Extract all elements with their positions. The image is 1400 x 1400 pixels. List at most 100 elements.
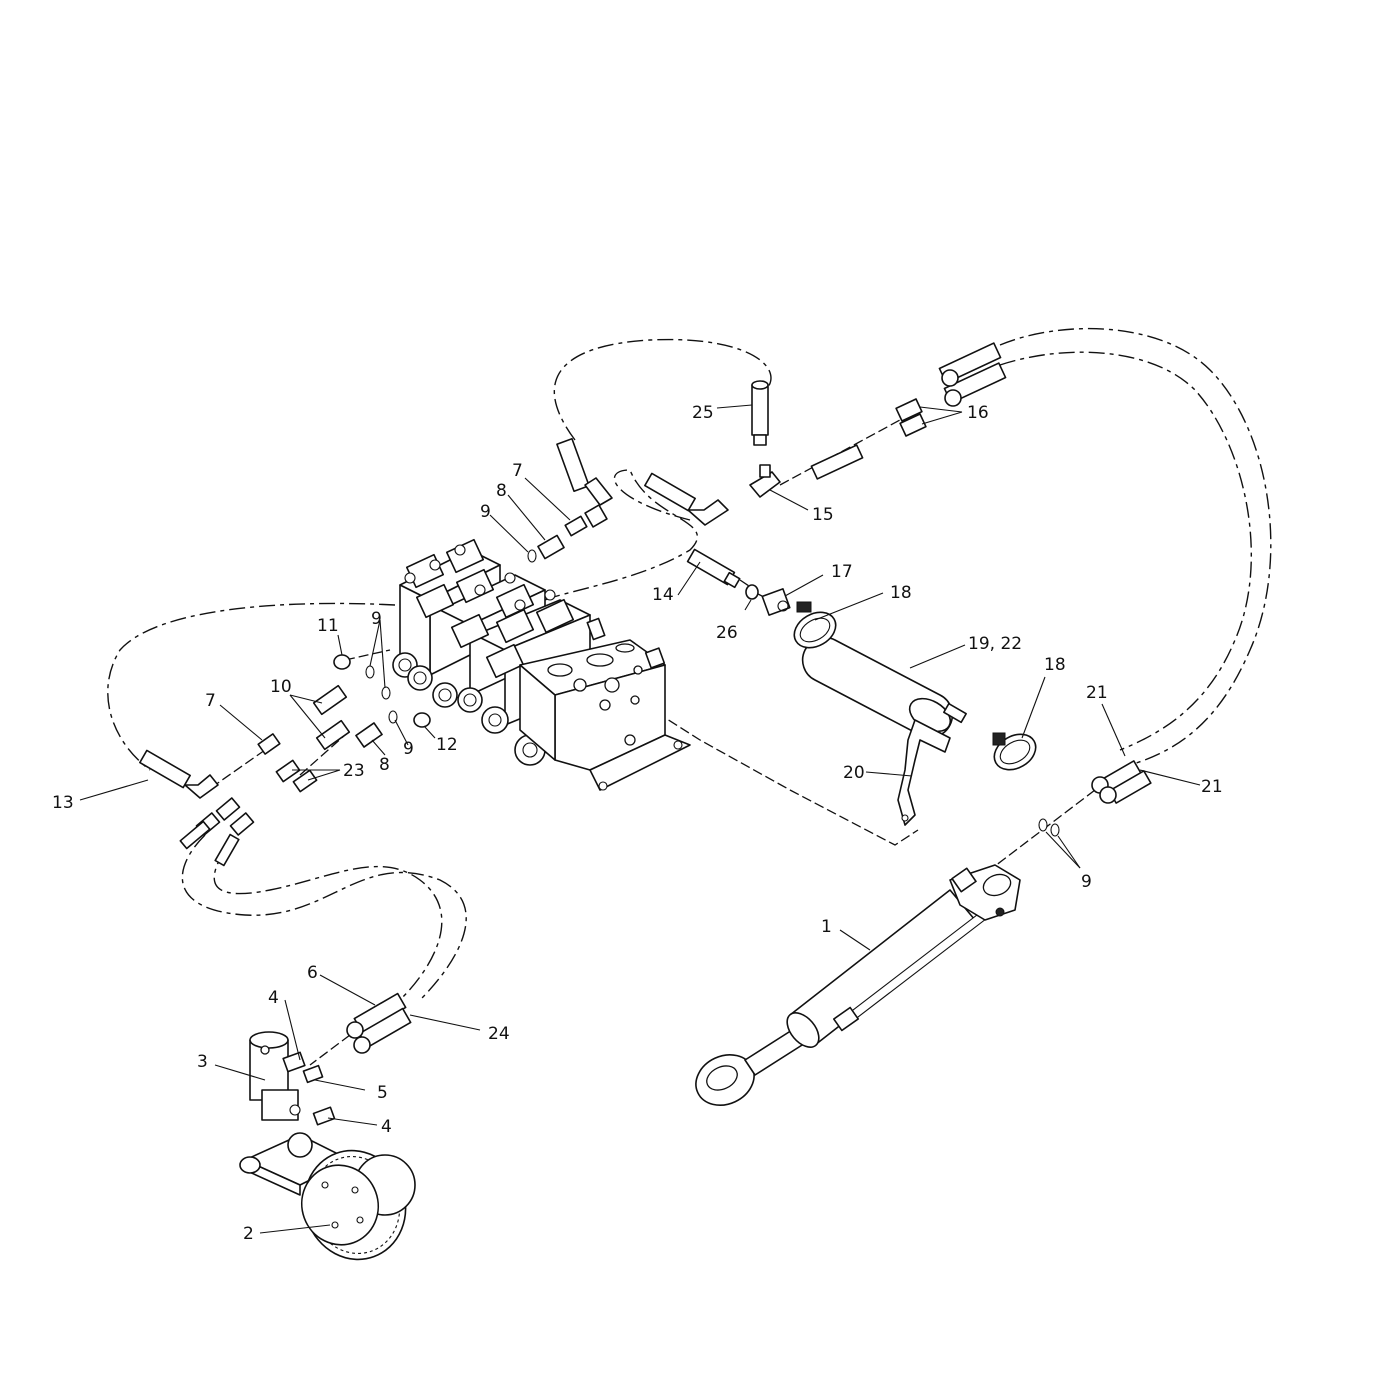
line-15-16: [779, 419, 901, 486]
fitting-23b: [292, 769, 318, 793]
hose-lower-inner: [213, 849, 443, 1001]
callout-4-upper: 4: [268, 988, 279, 1008]
hose-end-top: [556, 437, 590, 493]
callout-18-lower: 18: [1044, 655, 1066, 675]
callout-16: 16: [967, 403, 989, 423]
callout-7-top: 7: [512, 461, 523, 481]
leader-lines: [79, 404, 1201, 1234]
fitting-25: [751, 384, 769, 436]
nut-7-top: [584, 504, 608, 528]
callout-9-right: 9: [1081, 872, 1092, 892]
callout-11: 11: [317, 616, 339, 636]
clamp-18-lower-bolt: [992, 732, 1006, 746]
callout-8-left: 8: [379, 755, 390, 775]
line-6-4: [309, 1034, 351, 1066]
hose-top-loop: [553, 338, 772, 441]
hose-right-outer: [999, 327, 1272, 766]
fitting-25-nut: [753, 434, 767, 446]
plug-12: [413, 712, 431, 728]
bracket-20: [897, 719, 951, 826]
sleeve-lower-a: [179, 820, 211, 850]
control-valve-block: [392, 538, 691, 791]
fitting-hose-lower-c: [229, 812, 255, 836]
fitting-16b: [899, 413, 927, 437]
washer-26: [745, 584, 759, 600]
hose-right-inner: [999, 351, 1252, 751]
tee-15-top: [759, 464, 771, 478]
adapter-8-top: [537, 534, 565, 560]
hose-valve-to-elbow: [544, 469, 698, 601]
fitting-7-left: [257, 733, 281, 755]
callout-19-22: 19, 22: [968, 634, 1022, 654]
cylinder-port-lower: [832, 1006, 860, 1032]
callout-5: 5: [377, 1083, 388, 1103]
callout-8-top: 8: [496, 481, 507, 501]
fitting-23a: [275, 759, 301, 783]
callout-17: 17: [831, 562, 853, 582]
hose-end-13: [139, 749, 191, 789]
fitting-7-top: [564, 515, 588, 537]
callout-2: 2: [243, 1224, 254, 1244]
hoses: [107, 327, 1272, 1066]
accumulator-port: [943, 702, 967, 724]
callout-9-lower-left: 9: [403, 739, 414, 759]
washer-9a: [365, 665, 375, 679]
washer-9b: [381, 686, 391, 700]
fitting-17: [761, 588, 791, 616]
cartridge-body: [261, 1089, 299, 1121]
line-left-valve: [344, 649, 391, 661]
cylinder-port-upper: [951, 867, 977, 893]
callout-21-right: 21: [1201, 777, 1223, 797]
washer-9-right-b: [1050, 823, 1060, 837]
sleeve-lower-b: [214, 833, 240, 867]
callout-13: 13: [52, 793, 74, 813]
sleeve-15-16: [810, 444, 864, 480]
fitting-14-nut: [723, 571, 741, 589]
top-fittings: [527, 342, 1007, 616]
callout-15: 15: [812, 505, 834, 525]
callout-20: 20: [843, 763, 865, 783]
callout-7-left: 7: [205, 691, 216, 711]
washer-9-right-a: [1038, 818, 1048, 832]
left-fittings: [139, 654, 431, 867]
elbow-15: [687, 499, 729, 526]
adapter-8-left: [355, 722, 383, 748]
callout-9-top: 9: [480, 502, 491, 522]
hose-lower-outer: [181, 834, 467, 1001]
callout-3: 3: [197, 1052, 208, 1072]
callout-24: 24: [488, 1024, 510, 1044]
fitting-16a: [895, 398, 923, 422]
callout-6: 6: [307, 963, 318, 983]
clamp-18-upper-bolt: [796, 601, 812, 613]
adapter-10a: [312, 684, 348, 716]
elbow-13: [184, 774, 219, 799]
callout-4-lower: 4: [381, 1117, 392, 1137]
callout-12: 12: [436, 735, 458, 755]
hose-end-15: [644, 472, 696, 512]
callout-18-upper: 18: [890, 583, 912, 603]
callout-9-upper-left: 9: [371, 609, 382, 629]
fitting-hose-lower-b: [215, 797, 241, 821]
callout-14: 14: [652, 585, 674, 605]
pump-motor-assembly: [239, 992, 416, 1261]
callout-23: 23: [343, 761, 365, 781]
callout-1: 1: [821, 917, 832, 937]
line-23-valve: [299, 734, 346, 776]
fitting-5: [302, 1064, 324, 1084]
elbow-top: [584, 477, 613, 506]
clamp-18-upper: [793, 611, 837, 649]
right-fittings: [1038, 760, 1152, 837]
washer-9-top: [527, 549, 537, 563]
manifold-body: [519, 617, 691, 791]
callout-21-upper: 21: [1086, 683, 1108, 703]
line-7-13: [214, 749, 266, 786]
callout-10: 10: [270, 677, 292, 697]
hydraulic-cylinder: [695, 864, 1021, 1106]
adapter-10b: [315, 719, 351, 751]
hose-left-loop: [107, 602, 396, 771]
cylinder-barrel: [789, 889, 976, 1046]
accumulator-assembly: [793, 601, 1037, 826]
callout-labels: 1 2 3 4 4 5 6 7 7 8 8 9 9 9 9 10 11 12 1…: [52, 403, 1223, 1244]
callout-25: 25: [692, 403, 714, 423]
